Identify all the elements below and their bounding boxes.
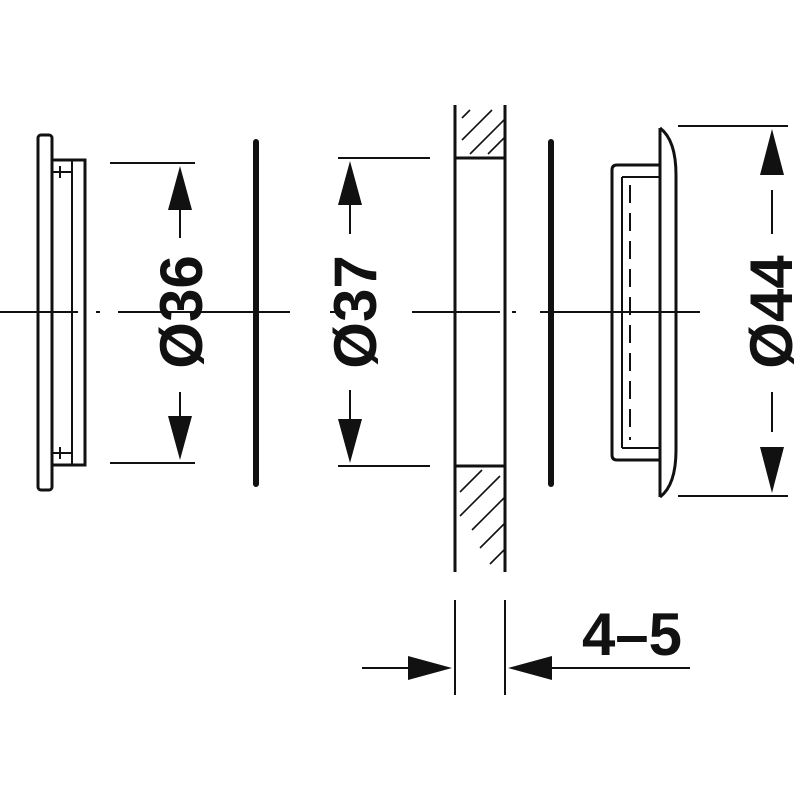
arrow-right-icon <box>408 656 452 680</box>
dimension-diameter-44: Ø44 <box>678 125 800 497</box>
dimension-diameter-36: Ø36 <box>110 162 215 464</box>
arrow-down-icon <box>338 419 362 463</box>
arrow-up-icon <box>168 166 192 210</box>
inner-ring-part <box>36 133 87 492</box>
arrow-down-icon <box>168 416 192 460</box>
dimension-label-37: Ø37 <box>322 255 389 368</box>
dimension-diameter-37: Ø37 <box>322 157 430 467</box>
arrow-up-icon <box>338 161 362 205</box>
arrow-left-icon <box>508 656 552 680</box>
dimension-label-thickness: 4–5 <box>582 601 682 668</box>
dimension-label-44: Ø44 <box>738 255 800 369</box>
arrow-down-icon <box>760 447 784 493</box>
panel-section <box>453 105 507 572</box>
arrow-up-icon <box>760 129 784 175</box>
dimension-thickness: 4–5 <box>362 600 690 695</box>
dimension-label-36: Ø36 <box>148 255 215 368</box>
grommet-cap-part <box>610 126 678 499</box>
